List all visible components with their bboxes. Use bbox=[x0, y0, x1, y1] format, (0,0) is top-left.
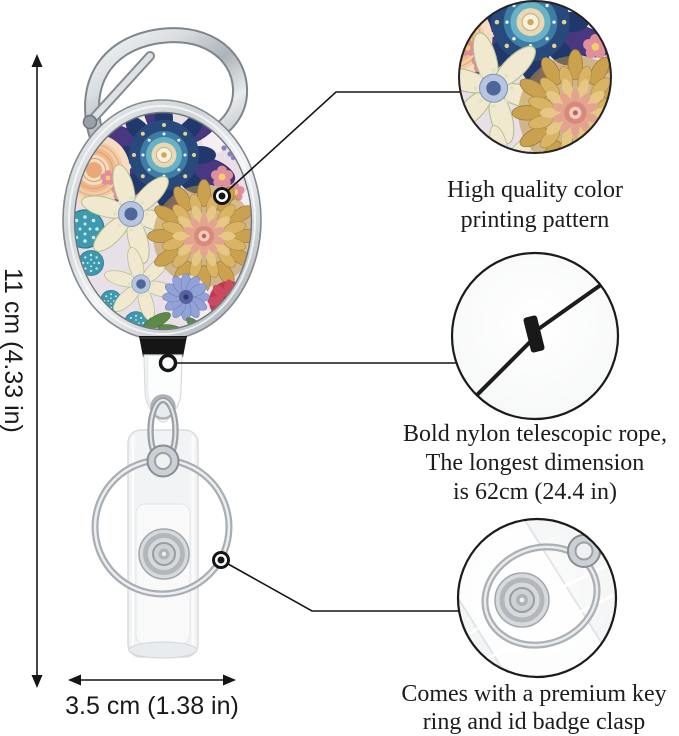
caption-rope-line2: The longest dimension bbox=[425, 450, 645, 476]
caption-clasp-line1: Comes with a premium key bbox=[401, 681, 667, 707]
carabiner-clip bbox=[82, 27, 249, 142]
caption-clasp-line2: ring and id badge clasp bbox=[422, 709, 646, 735]
strap-fold bbox=[128, 641, 198, 659]
caption-clasp: Comes with a premium key ring and id bad… bbox=[386, 680, 679, 736]
height-arrow bbox=[31, 54, 43, 688]
height-dimension-label: 11 cm (4.33 in) bbox=[0, 268, 27, 433]
caption-printing: High quality color printing pattern bbox=[395, 175, 675, 235]
width-arrow bbox=[68, 674, 236, 686]
caption-rope: Bold nylon telescopic rope, The longest … bbox=[387, 420, 679, 507]
callout-dot-rope bbox=[158, 353, 178, 373]
gate-hinge-pin bbox=[82, 114, 98, 130]
print-seam-ring bbox=[73, 111, 253, 331]
reel-collar bbox=[139, 336, 187, 357]
caption-printing-line2: printing pattern bbox=[460, 207, 610, 233]
grommet bbox=[146, 444, 180, 478]
rope-stopper bbox=[523, 315, 545, 353]
callout-dot-print bbox=[213, 187, 231, 205]
caption-printing-line1: High quality color bbox=[447, 177, 623, 203]
callout-circle-print bbox=[458, 0, 612, 154]
callout-line-clasp bbox=[220, 559, 459, 612]
snap-button-zoom bbox=[494, 572, 550, 628]
width-dimension-label: 3.5 cm (1.38 in) bbox=[65, 692, 239, 720]
snap-button bbox=[138, 528, 190, 580]
caption-rope-line3: is 62cm (24.4 in) bbox=[453, 479, 617, 505]
callout-line-print bbox=[221, 91, 461, 197]
callout-circle-clasp bbox=[456, 517, 618, 679]
caption-rope-line1: Bold nylon telescopic rope, bbox=[403, 421, 667, 447]
callout-circle-rope bbox=[450, 251, 620, 421]
callout-dot-clasp bbox=[212, 551, 230, 569]
